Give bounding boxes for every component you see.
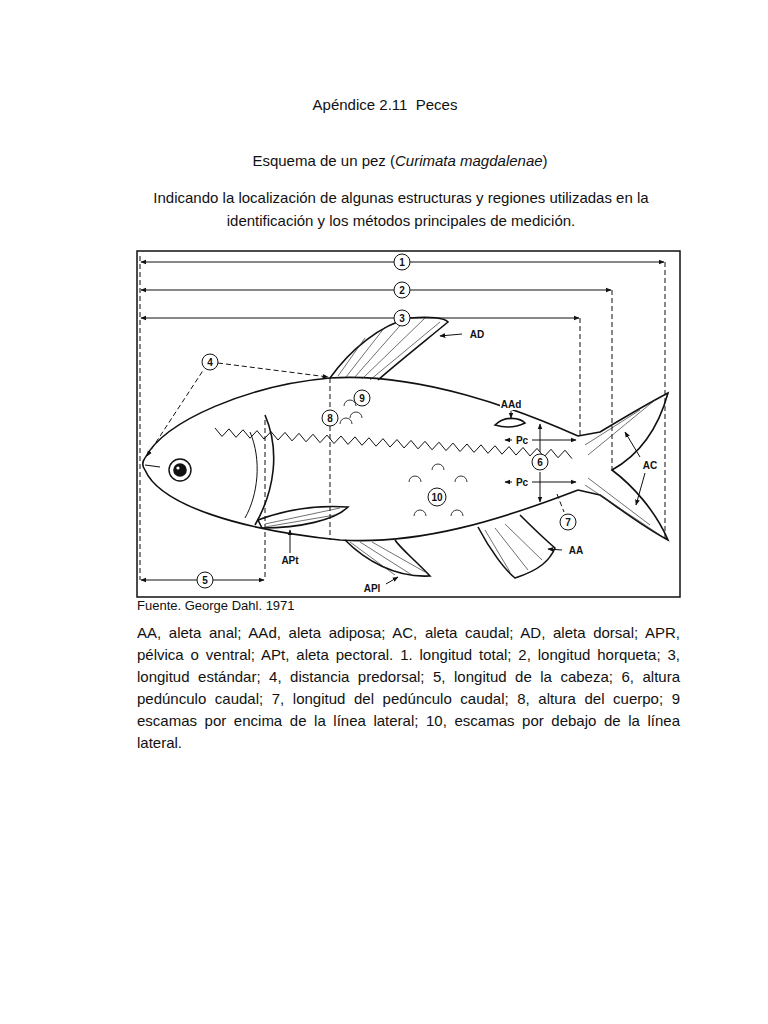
callout-number: 3 [399,313,405,324]
leader-lines [290,530,291,553]
scale-marks [409,464,467,516]
callout-circles [394,282,410,298]
part-label: Pc [515,435,529,446]
page-title: Apéndice 2.11 Peces [313,96,458,113]
measurement-lines [540,424,541,452]
callout-number: 10 [431,492,442,503]
fish-outline [330,317,448,380]
fish-outline [495,418,525,427]
measurement-lines [532,482,576,483]
measurement-lines [141,318,579,319]
callout-circles [394,254,410,270]
measurement-lines [330,378,331,540]
lateral-line [215,428,572,459]
callout-number: 8 [327,413,333,424]
callout-circles [197,254,576,588]
measurement-lines [540,472,541,502]
leader-lines [386,577,398,584]
subtitle-text: Esquema de un pez ( [252,152,395,169]
measurement-lines [557,494,564,512]
callout-circles [354,390,370,406]
measurement-lines [140,256,141,580]
fin-rays [350,542,425,575]
callout-number: 4 [207,357,213,368]
measurement-lines [265,420,266,580]
callout-circles [202,354,218,370]
measurement-lines [505,482,512,483]
callout-number: 9 [359,393,365,404]
measurement-lines [147,369,204,456]
leader-lines [636,473,645,505]
figure-caption: Fuente. George Dahl. 1971 [137,598,295,613]
part-label: AAd [500,399,523,410]
part-label: APl [363,583,382,594]
callout-circles [394,310,410,326]
legend-paragraph: AA, aleta anal; AAd, aleta adiposa; AC, … [137,622,680,754]
callout-number: 5 [202,575,208,586]
fish-outline [145,377,578,458]
part-label: AA [568,545,584,556]
part-label: APt [280,555,299,566]
callout-number: 6 [537,457,543,468]
measurement-lines [140,256,665,580]
callout-circles [428,488,446,506]
measurement-lines [505,440,512,441]
fish-outline [143,458,145,470]
fish-outline [169,459,191,481]
fin-rays [585,400,660,535]
fish-outline [176,466,179,469]
fish-outline [578,393,668,540]
leader-lines [625,432,640,457]
fish-outline [145,470,578,541]
leader-lines [440,334,462,336]
fish-outline [245,432,257,518]
measurement-lines [612,290,613,470]
scale-marks [340,400,467,516]
fish-outline [258,506,348,528]
fin-rays [485,524,542,572]
part-label: Pc [515,477,529,488]
leader-lines [548,549,562,550]
measurement-lines [532,440,576,441]
fin-rays [265,508,340,527]
fish-outline [345,540,430,576]
fin-rays [338,318,440,380]
fish-outline [478,515,555,578]
callout-circles [532,454,548,470]
measurement-lines [665,262,666,540]
subtitle-text: Indicando la localización de algunas est… [146,186,656,232]
lateral-line [215,428,572,459]
measurement-lines [218,363,328,377]
measurement-lines [140,256,665,580]
callout-number: 1 [399,257,405,268]
measurement-lines [141,290,611,291]
measurement-lines [580,318,581,438]
fish-outline [145,465,160,467]
subtitle-text: Curimata magdalenae [395,152,543,169]
part-label: AD [469,329,485,340]
leader-lines [290,334,645,584]
leader-lines [511,411,512,418]
callout-number: 7 [565,517,571,528]
fish-outline [143,317,668,578]
subtitle-text: ) [543,152,548,169]
fish-outline [174,464,186,476]
callout-number: 2 [399,285,405,296]
callout-circles [197,572,213,588]
callout-circles [322,410,338,426]
figure-frame [137,251,680,597]
fin-rays [265,318,660,575]
part-label: AC [642,460,658,471]
callout-circles [560,514,576,530]
